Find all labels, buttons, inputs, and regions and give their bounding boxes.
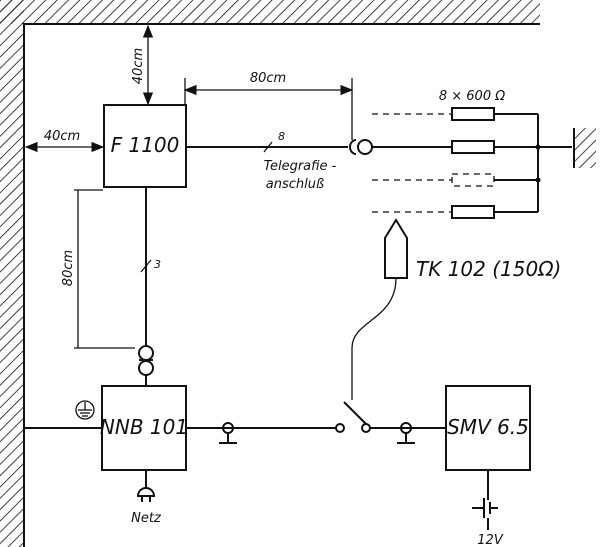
tk102-probe	[351, 218, 408, 400]
earth-icon	[75, 400, 95, 420]
vertical-distance-label: 80cm	[61, 250, 76, 286]
left-distance-label: 40cm	[44, 129, 80, 144]
mains-plug-icon	[136, 470, 156, 502]
f1100-box	[103, 104, 187, 188]
bus8-mark	[263, 141, 273, 153]
smv-box	[445, 385, 531, 471]
dimension-lines	[24, 24, 354, 349]
bus3-mark	[140, 259, 152, 273]
tk102-label: TK 102 (150Ω)	[416, 257, 561, 281]
top-distance-label: 40cm	[131, 48, 146, 84]
battery-label: 12V	[477, 533, 504, 547]
connector-1	[219, 422, 237, 444]
switch	[335, 401, 446, 433]
mains-label: Netz	[131, 511, 162, 526]
telegraph-label-1: Telegrafie -	[264, 159, 337, 174]
f1100-label: F 1100	[111, 133, 180, 157]
right-distance-label: 80cm	[250, 71, 286, 86]
ground-wall	[573, 128, 596, 168]
telegraph-connector	[349, 139, 382, 155]
bus8-label: 8	[278, 130, 285, 143]
resistor-label: 8 × 600 Ω	[439, 89, 505, 104]
plug-connector	[138, 345, 154, 385]
smv-label: SMV 6.5	[447, 415, 529, 439]
nnb101-label: NNB 101	[100, 415, 188, 439]
resistor-network	[372, 107, 572, 219]
telegraph-label-2: anschluß	[266, 177, 324, 192]
connector-2	[397, 422, 415, 444]
wall	[0, 0, 540, 547]
bus3-label: 3	[154, 258, 161, 271]
battery-icon	[472, 470, 498, 530]
